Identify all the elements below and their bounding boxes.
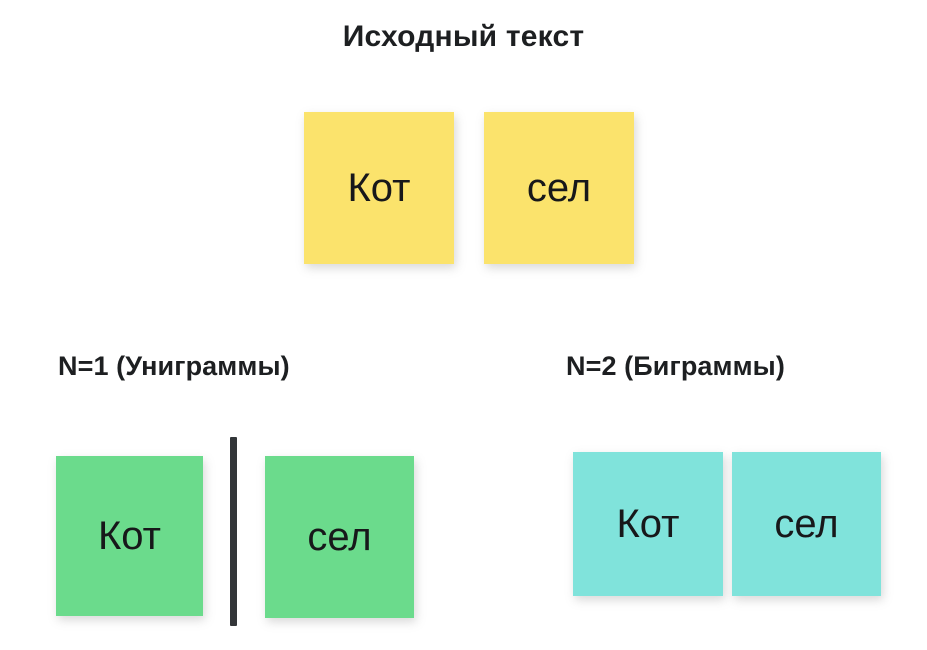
unigram-separator-bar <box>230 437 237 626</box>
section-heading-unigrams: N=1 (Униграммы) <box>58 351 290 381</box>
source-token-card-2: сел <box>484 112 634 264</box>
bigram-token-label-2: сел <box>774 502 839 546</box>
bigram-token-card-2: сел <box>732 452 881 596</box>
bigram-token-label-1: Кот <box>616 502 680 546</box>
page-title: Исходный текст <box>342 20 585 53</box>
source-token-label-2: сел <box>526 166 592 210</box>
unigram-token-card-1: Кот <box>56 456 203 616</box>
source-token-label-1: Кот <box>347 166 411 210</box>
unigram-token-card-2: сел <box>265 456 414 618</box>
section-heading-bigrams: N=2 (Биграммы) <box>566 351 785 381</box>
unigram-token-label-1: Кот <box>98 514 161 558</box>
source-token-card-1: Кот <box>304 112 454 264</box>
bigram-token-card-1: Кот <box>573 452 723 596</box>
unigram-token-label-2: сел <box>307 515 372 559</box>
